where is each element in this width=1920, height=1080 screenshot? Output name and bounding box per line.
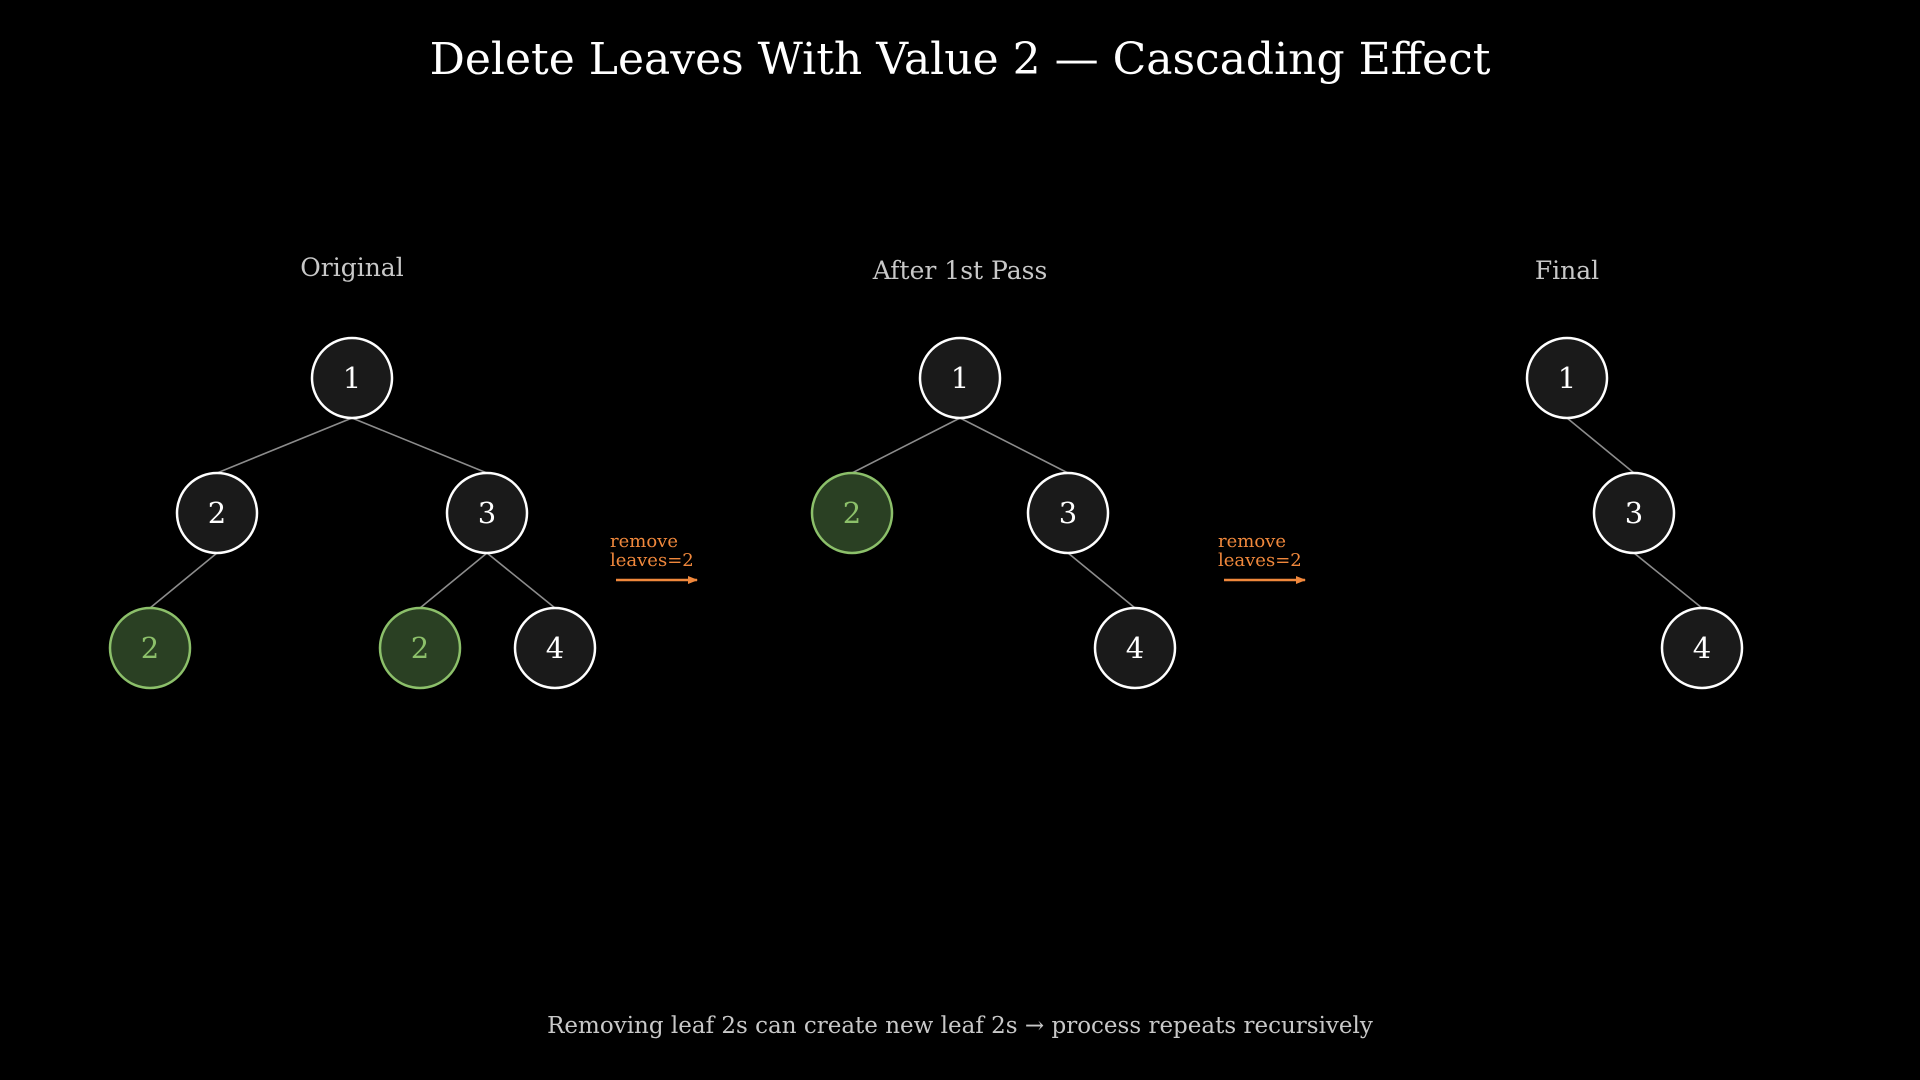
node-circle <box>1660 606 1744 690</box>
panel-title-original: Original <box>300 253 403 282</box>
tree-node-p1-right-left: 2 <box>378 606 462 690</box>
node-value-label: 3 <box>1625 496 1643 530</box>
tree-node-p2-right-right: 4 <box>1093 606 1177 690</box>
arrow-1-label-line1: remove <box>610 531 678 552</box>
transition-arrow-2: remove leaves=2 <box>1218 531 1306 584</box>
node-value-label: 3 <box>1059 496 1077 530</box>
tree-node-p3-right: 3 <box>1592 471 1676 555</box>
node-circle <box>1026 471 1110 555</box>
panel-title-final: Final <box>1535 256 1599 285</box>
tree-edge <box>486 552 556 609</box>
tree-node-p1-right-right: 4 <box>513 606 597 690</box>
tree-node-p1-right: 3 <box>445 471 529 555</box>
tree-edge <box>1067 552 1136 609</box>
tree-node-p2-root: 1 <box>918 336 1002 420</box>
transition-arrow-1: remove leaves=2 <box>610 531 698 584</box>
leaf-to-remove-circle <box>378 606 462 690</box>
node-value-label: 1 <box>343 361 361 395</box>
edges-layer <box>149 417 1703 609</box>
node-circle <box>1592 471 1676 555</box>
node-value-label: 3 <box>478 496 496 530</box>
diagram-title: Delete Leaves With Value 2 — Cascading E… <box>430 34 1491 85</box>
nodes-layer: 1 2 3 2 2 4 1 2 3 4 1 3 4 <box>108 336 1744 690</box>
panel-title-after-first-pass: After 1st Pass <box>872 256 1048 285</box>
arrow-2-label-line2: leaves=2 <box>1218 550 1302 571</box>
node-value-label: 1 <box>1558 361 1576 395</box>
arrow-2-label-line1: remove <box>1218 531 1286 552</box>
tree-edge <box>216 417 353 474</box>
node-value-label: 2 <box>411 631 429 665</box>
tree-edge <box>351 417 488 474</box>
tree-node-p1-left: 2 <box>175 471 259 555</box>
node-circle <box>310 336 394 420</box>
footer-caption: Removing leaf 2s can create new leaf 2s … <box>547 1013 1373 1039</box>
tree-edge <box>419 552 488 609</box>
node-circle <box>175 471 259 555</box>
tree-node-p1-left-left: 2 <box>108 606 192 690</box>
tree-node-p3-right-right: 4 <box>1660 606 1744 690</box>
node-value-label: 4 <box>1126 631 1144 665</box>
node-circle <box>445 471 529 555</box>
node-value-label: 4 <box>546 631 564 665</box>
tree-edge <box>1633 552 1703 609</box>
tree-edge <box>1566 417 1635 474</box>
node-value-label: 1 <box>951 361 969 395</box>
node-circle <box>1093 606 1177 690</box>
tree-edge <box>851 417 961 474</box>
tree-edge <box>149 552 218 609</box>
tree-node-p2-right: 3 <box>1026 471 1110 555</box>
tree-node-p2-left: 2 <box>810 471 894 555</box>
arrow-1-label-line2: leaves=2 <box>610 550 694 571</box>
node-value-label: 2 <box>208 496 226 530</box>
node-value-label: 4 <box>1693 631 1711 665</box>
node-value-label: 2 <box>141 631 159 665</box>
tree-edge <box>959 417 1069 474</box>
node-circle <box>1525 336 1609 420</box>
tree-node-p1-root: 1 <box>310 336 394 420</box>
leaf-to-remove-circle <box>108 606 192 690</box>
node-value-label: 2 <box>843 496 861 530</box>
node-circle <box>513 606 597 690</box>
node-circle <box>918 336 1002 420</box>
leaf-to-remove-circle <box>810 471 894 555</box>
tree-node-p3-root: 1 <box>1525 336 1609 420</box>
